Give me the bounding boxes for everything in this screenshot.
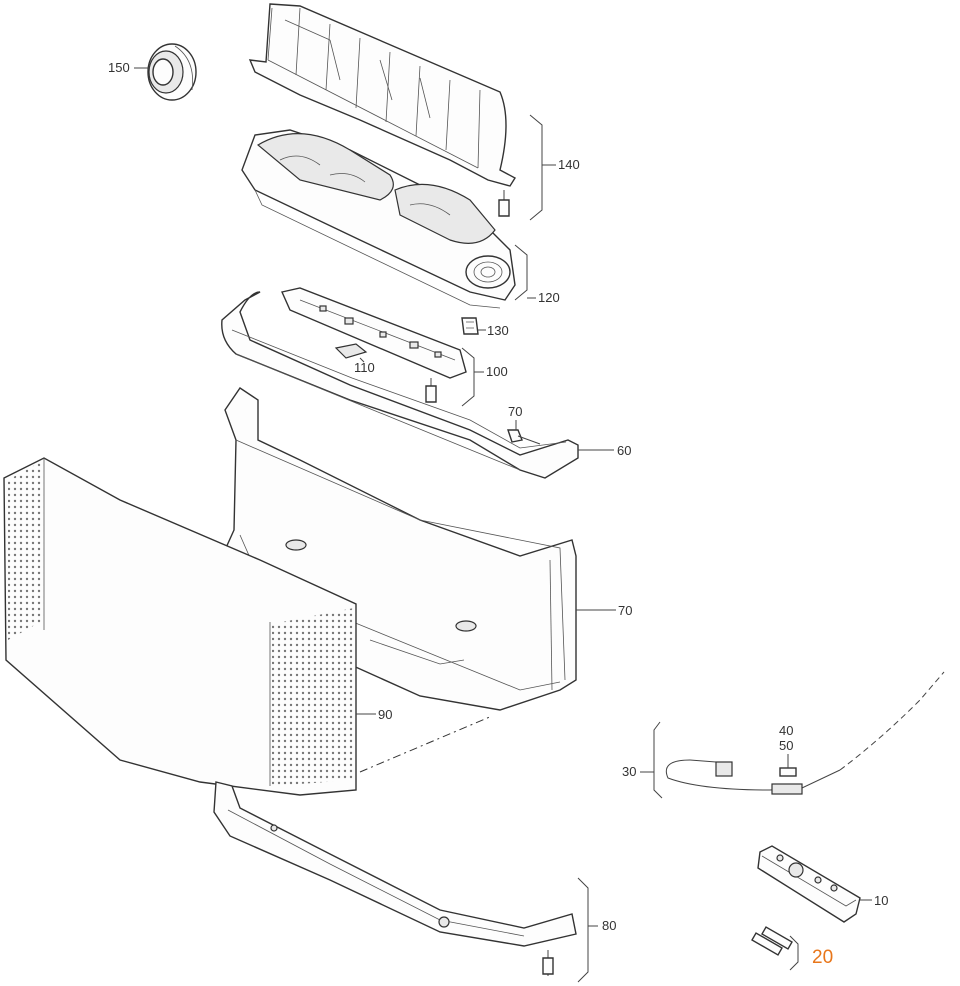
label-70-upper: 70 [508, 404, 522, 419]
part-log-bracket [248, 3, 516, 187]
part-knob [147, 43, 197, 101]
screw-70 [507, 429, 541, 445]
label-70-lower: 70 [618, 603, 632, 618]
screw-100 [425, 378, 437, 403]
label-110: 110 [354, 360, 375, 375]
screw-80 [542, 950, 554, 976]
part-remote-control [757, 845, 861, 923]
label-130: 130 [487, 323, 509, 338]
label-90: 90 [378, 707, 392, 722]
screw-140 [498, 190, 510, 217]
part-circuit-board [281, 287, 467, 379]
part-batteries [751, 926, 793, 956]
part-top-frame [221, 291, 579, 479]
label-50: 50 [779, 738, 793, 753]
part-fuse [779, 767, 797, 777]
label-10: 10 [874, 893, 888, 908]
part-power-cable [665, 671, 945, 795]
label-30: 30 [622, 764, 636, 779]
label-80: 80 [602, 918, 616, 933]
label-120: 120 [538, 290, 560, 305]
part-clip [461, 317, 479, 335]
part-chip [334, 343, 368, 359]
label-40: 40 [779, 723, 793, 738]
label-140: 140 [558, 157, 580, 172]
label-20: 20 [812, 947, 833, 968]
part-log-set [241, 129, 516, 309]
label-60: 60 [617, 443, 631, 458]
part-bottom-trim [213, 781, 577, 947]
label-150: 150 [108, 60, 130, 75]
part-perforated-panel [3, 457, 357, 796]
label-100: 100 [486, 364, 508, 379]
